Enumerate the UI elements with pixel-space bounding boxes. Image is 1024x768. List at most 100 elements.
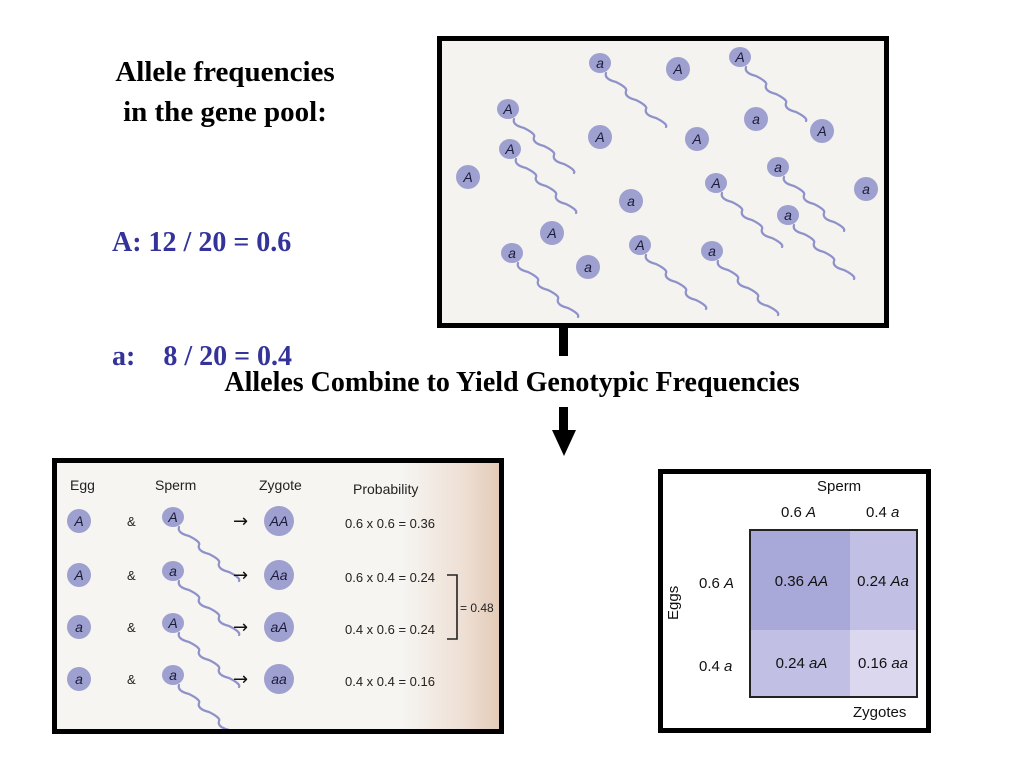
- allele-sperm-a: a: [767, 157, 846, 233]
- combine-heading: Alleles Combine to Yield Genotypic Frequ…: [224, 367, 800, 398]
- eggs-label: Eggs: [665, 585, 682, 620]
- header-zygote: Zygote: [259, 477, 302, 493]
- ampersand: &: [127, 672, 136, 687]
- cell-aa: 0.16 aa: [850, 630, 918, 698]
- down-arrow-stem: [559, 407, 568, 431]
- arrow-icon: →: [233, 617, 248, 638]
- allele-label: A: [73, 513, 83, 529]
- sperm-label: Sperm: [817, 478, 862, 495]
- allele-sperm-a: a: [777, 205, 856, 281]
- zygote-label: aA: [270, 619, 287, 635]
- page-title: Allele frequencies in the gene pool:: [60, 52, 390, 132]
- connector-line: [559, 323, 568, 356]
- zygotes-label: Zygotes: [853, 704, 907, 721]
- allele-label: a: [627, 193, 635, 209]
- sum-bracket: [447, 574, 458, 640]
- allele-label: a: [708, 243, 716, 259]
- allele-sperm-A: A: [497, 99, 576, 175]
- allele-cell-A: A: [540, 221, 564, 245]
- allele-label: A: [504, 141, 514, 157]
- allele-label: A: [502, 101, 512, 117]
- cell-aA: 0.24 aA: [749, 630, 854, 698]
- allele-label: A: [710, 175, 720, 191]
- probability-value: 0.4 x 0.4 = 0.16: [345, 674, 435, 689]
- allele-label: A: [594, 129, 604, 145]
- allele-label: a: [75, 671, 83, 687]
- allele-sperm-a: a: [501, 243, 580, 319]
- title-line-2: in the gene pool:: [123, 96, 327, 128]
- allele-label: a: [752, 111, 760, 127]
- arrow-icon: →: [233, 511, 248, 532]
- ampersand: &: [127, 620, 136, 635]
- allele-label: A: [691, 131, 701, 147]
- allele-sperm-A: A: [705, 173, 784, 249]
- allele-sperm-A: A: [499, 139, 578, 215]
- punnett-square: Sperm 0.6 A 0.4 a Eggs 0.6 A 0.4 a 0.36 …: [658, 469, 931, 733]
- ampersand: &: [127, 514, 136, 529]
- egg-allele: a: [67, 667, 91, 691]
- table-row: a & a → aa 0.4 x 0.4 = 0.16: [67, 664, 435, 729]
- zygote-label: Aa: [269, 567, 287, 583]
- sperm-allele: A: [162, 507, 241, 583]
- allele-label: a: [784, 207, 792, 223]
- probability-value: 0.4 x 0.6 = 0.24: [345, 622, 435, 637]
- allele-sperm-a: a: [589, 53, 668, 129]
- zygote: aa: [264, 664, 294, 694]
- header-egg: Egg: [70, 477, 95, 493]
- allele-cell-A: A: [456, 165, 480, 189]
- allele-sperm-A: A: [629, 235, 708, 311]
- egg-allele: a: [67, 615, 91, 639]
- egg-allele: A: [67, 563, 91, 587]
- allele-cell-A: A: [666, 57, 690, 81]
- down-arrow-icon: [552, 430, 576, 456]
- allele-label: a: [75, 619, 83, 635]
- sperm-allele: a: [162, 665, 230, 729]
- ampersand: &: [127, 568, 136, 583]
- allele-cell-a: a: [619, 189, 643, 213]
- allele-label: a: [596, 55, 604, 71]
- allele-label: a: [584, 259, 592, 275]
- bracket-sum: = 0.48: [460, 601, 494, 615]
- allele-label: a: [169, 667, 177, 683]
- allele-label: a: [862, 181, 870, 197]
- allele-label: A: [167, 509, 177, 525]
- probability-value: 0.6 x 0.4 = 0.24: [345, 570, 435, 585]
- frequency-A: A: 12 / 20 = 0.6: [112, 227, 292, 258]
- allele-label: A: [672, 61, 682, 77]
- allele-cell-A: A: [685, 127, 709, 151]
- title-line-1: Allele frequencies: [115, 56, 335, 88]
- sperm-allele: a: [162, 561, 241, 637]
- allele-frequencies: A: 12 / 20 = 0.6 a: 8 / 20 = 0.4: [112, 148, 292, 414]
- zygote: Aa: [264, 560, 294, 590]
- arrow-icon: →: [233, 669, 248, 690]
- zygote: aA: [264, 612, 294, 642]
- cell-AA: 0.36 AA: [749, 529, 854, 634]
- table-row: A & a → Aa 0.6 x 0.4 = 0.24: [67, 560, 435, 637]
- probability-value: 0.6 x 0.6 = 0.36: [345, 516, 435, 531]
- header-sperm: Sperm: [155, 477, 197, 493]
- allele-sperm-a: a: [701, 241, 780, 317]
- zygote-label: AA: [269, 513, 289, 529]
- allele-label: a: [169, 563, 177, 579]
- arrow-icon: →: [233, 565, 248, 586]
- combination-table: Egg Sperm Zygote Probability A & A → AA 0.6 x…: [52, 458, 504, 734]
- allele-cell-a: a: [854, 177, 878, 201]
- table-row: A & A → AA 0.6 x 0.6 = 0.36: [67, 506, 435, 583]
- allele-cell-A: A: [810, 119, 834, 143]
- col-label-A: 0.6 A: [781, 504, 817, 521]
- allele-cell-a: a: [744, 107, 768, 131]
- allele-label: A: [634, 237, 644, 253]
- allele-label: A: [73, 567, 83, 583]
- allele-label: A: [462, 169, 472, 185]
- allele-cell-A: A: [588, 125, 612, 149]
- frequency-a: a: 8 / 20 = 0.4: [112, 341, 293, 372]
- allele-label: A: [816, 123, 826, 139]
- allele-label: a: [774, 159, 782, 175]
- header-probability: Probability: [353, 481, 419, 497]
- row-label-a: 0.4 a: [699, 658, 733, 675]
- egg-allele: A: [67, 509, 91, 533]
- allele-label: A: [734, 49, 744, 65]
